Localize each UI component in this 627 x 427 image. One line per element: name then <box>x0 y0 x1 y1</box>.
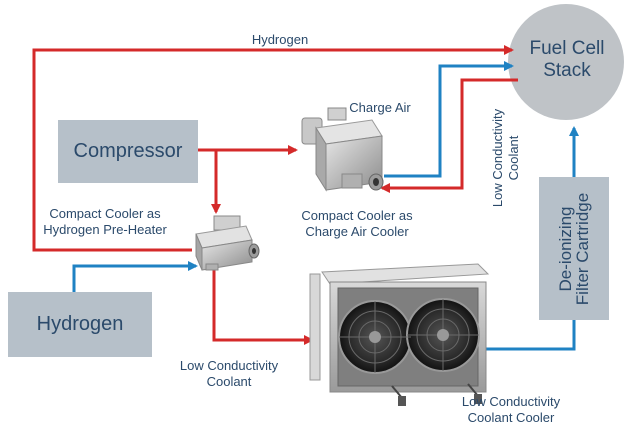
preheater-to-radiator-line <box>212 268 314 345</box>
lc-coolant-bottom-line1: Low Conductivity <box>179 358 279 373</box>
preheater-label: Compact Cooler as Hydrogen Pre-Heater <box>30 206 180 238</box>
preheater-line2: Hydrogen Pre-Heater <box>43 222 167 237</box>
charge-air-cooler-label: Compact Cooler as Charge Air Cooler <box>282 208 432 240</box>
fuel-cell-stack-line2: Stack <box>543 60 591 81</box>
preheater-line1: Compact Cooler as <box>49 206 161 221</box>
charge-air-cooler-line2: Charge Air Cooler <box>305 224 409 239</box>
hydrogen-source-label: Hydrogen <box>36 313 124 335</box>
deionizing-filter-label: De-ionizing Filter Cartridge <box>556 178 592 320</box>
charge-air-cooler-icon <box>301 107 384 192</box>
deionizing-filter-box <box>539 177 609 320</box>
deionizing-filter-line1: De-ionizing <box>556 206 575 292</box>
lc-coolant-bottom-label: Low Conductivity Coolant <box>164 358 294 390</box>
fuel-cell-stack-line1: Fuel Cell <box>529 38 605 59</box>
hydrogen-top-label: Hydrogen <box>251 32 309 47</box>
charge-air-label: Charge Air <box>349 100 411 115</box>
hydrogen-source-line <box>72 261 198 292</box>
lc-coolant-vertical-line2: Coolant <box>506 135 521 181</box>
radiator-icon <box>309 263 490 406</box>
lc-coolant-vertical-line1: Low Conductivity <box>490 108 505 208</box>
radiator-to-filter-line <box>484 320 576 351</box>
lc-coolant-bottom-line2: Coolant <box>206 374 252 389</box>
hydrogen-line-top <box>32 45 514 252</box>
preheater-cooler-icon <box>195 215 260 271</box>
deionizing-filter-line2: Filter Cartridge <box>573 192 592 306</box>
hydrogen-source-box <box>8 292 152 357</box>
compressor-box <box>58 120 198 183</box>
cooler-to-stack-line <box>384 61 514 178</box>
lc-coolant-vertical-label: Low Conductivity Coolant <box>490 96 522 220</box>
compressor-label: Compressor <box>73 140 183 162</box>
lc-cooler-line2: Coolant Cooler <box>467 410 555 425</box>
lc-cooler-label: Low Conductivity Coolant Cooler <box>446 394 576 426</box>
charge-air-cooler-line1: Compact Cooler as <box>301 208 413 223</box>
lc-cooler-line1: Low Conductivity <box>461 394 561 409</box>
fuel-cell-stack-circle <box>508 4 624 120</box>
fuel-cell-stack-label: Fuel Cell Stack <box>512 38 622 82</box>
coolant-return-line <box>380 78 518 193</box>
